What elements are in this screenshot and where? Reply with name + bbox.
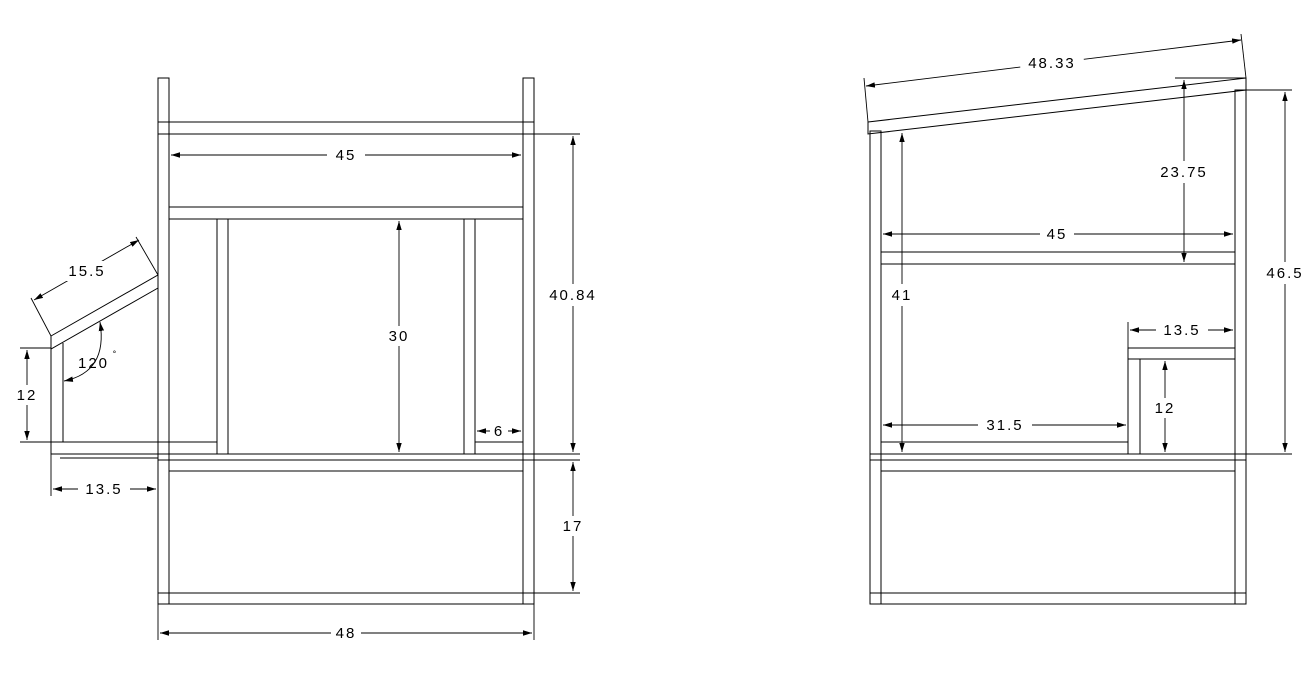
front-floor-board bbox=[157, 453, 535, 461]
side-step-top bbox=[1127, 347, 1236, 360]
front-right-post bbox=[522, 77, 535, 605]
extension-line bbox=[1240, 33, 1247, 79]
dim-label-roof-length: 48.33 bbox=[1028, 55, 1076, 72]
dim-label-seat-height: 12 bbox=[17, 387, 38, 404]
side-roof bbox=[867, 77, 1247, 135]
angle-arc bbox=[63, 321, 105, 382]
side-bottom-beam bbox=[869, 592, 1247, 605]
dim-label-seat-depth: 13.5 bbox=[85, 481, 122, 498]
dim-label-side-gap: 6 bbox=[494, 423, 504, 440]
front-panel-board bbox=[168, 206, 524, 220]
degree-symbol: ˚ bbox=[113, 350, 118, 362]
side-floor-shelf bbox=[880, 441, 1129, 455]
front-bench-board bbox=[50, 441, 218, 455]
dim-label-seat-length: 15.5 bbox=[68, 263, 105, 280]
front-bottom-beam bbox=[157, 592, 535, 605]
front-inner-right-post bbox=[463, 218, 476, 455]
dim-label-inner-width: 45 bbox=[336, 147, 357, 164]
dim-label-step-height: 12 bbox=[1155, 400, 1176, 417]
front-view: 45 40.84 30 6 15.5 120 ˚ 12 bbox=[12, 77, 606, 643]
dim-label-overall-height: 46.5 bbox=[1266, 265, 1303, 282]
dim-label-base-height: 17 bbox=[563, 518, 584, 535]
dim-label-total-height: 40.84 bbox=[549, 287, 597, 304]
side-right-post bbox=[1234, 89, 1247, 605]
front-floor-beam bbox=[168, 459, 524, 472]
front-inner-left-post bbox=[216, 218, 229, 455]
extension-line bbox=[863, 77, 869, 123]
dim-label-roof-to-shelf: 23.75 bbox=[1160, 164, 1208, 181]
dim-label-shelf-width: 45 bbox=[1047, 226, 1068, 243]
side-view: 48.33 23.75 45 46.5 41 13.5 12 31.5 bbox=[863, 33, 1312, 605]
front-backrest bbox=[50, 274, 159, 350]
side-upper-shelf bbox=[880, 251, 1236, 265]
dim-label-step-width: 13.5 bbox=[1163, 322, 1200, 339]
dim-label-overall-width: 48 bbox=[336, 625, 357, 642]
dim-label-opening-height: 30 bbox=[389, 328, 410, 345]
extension-line bbox=[135, 236, 159, 276]
side-floor-beam bbox=[880, 459, 1236, 472]
side-step-post bbox=[1127, 358, 1141, 455]
front-left-post bbox=[157, 77, 170, 605]
dim-label-floor-length: 31.5 bbox=[986, 417, 1023, 434]
extension-line bbox=[30, 297, 52, 337]
dim-label-seat-angle: 120 bbox=[78, 355, 109, 372]
side-left-post bbox=[869, 130, 882, 605]
dim-label-wall-height: 41 bbox=[892, 287, 913, 304]
front-top-beam bbox=[157, 121, 535, 135]
side-floor-board bbox=[869, 453, 1247, 461]
